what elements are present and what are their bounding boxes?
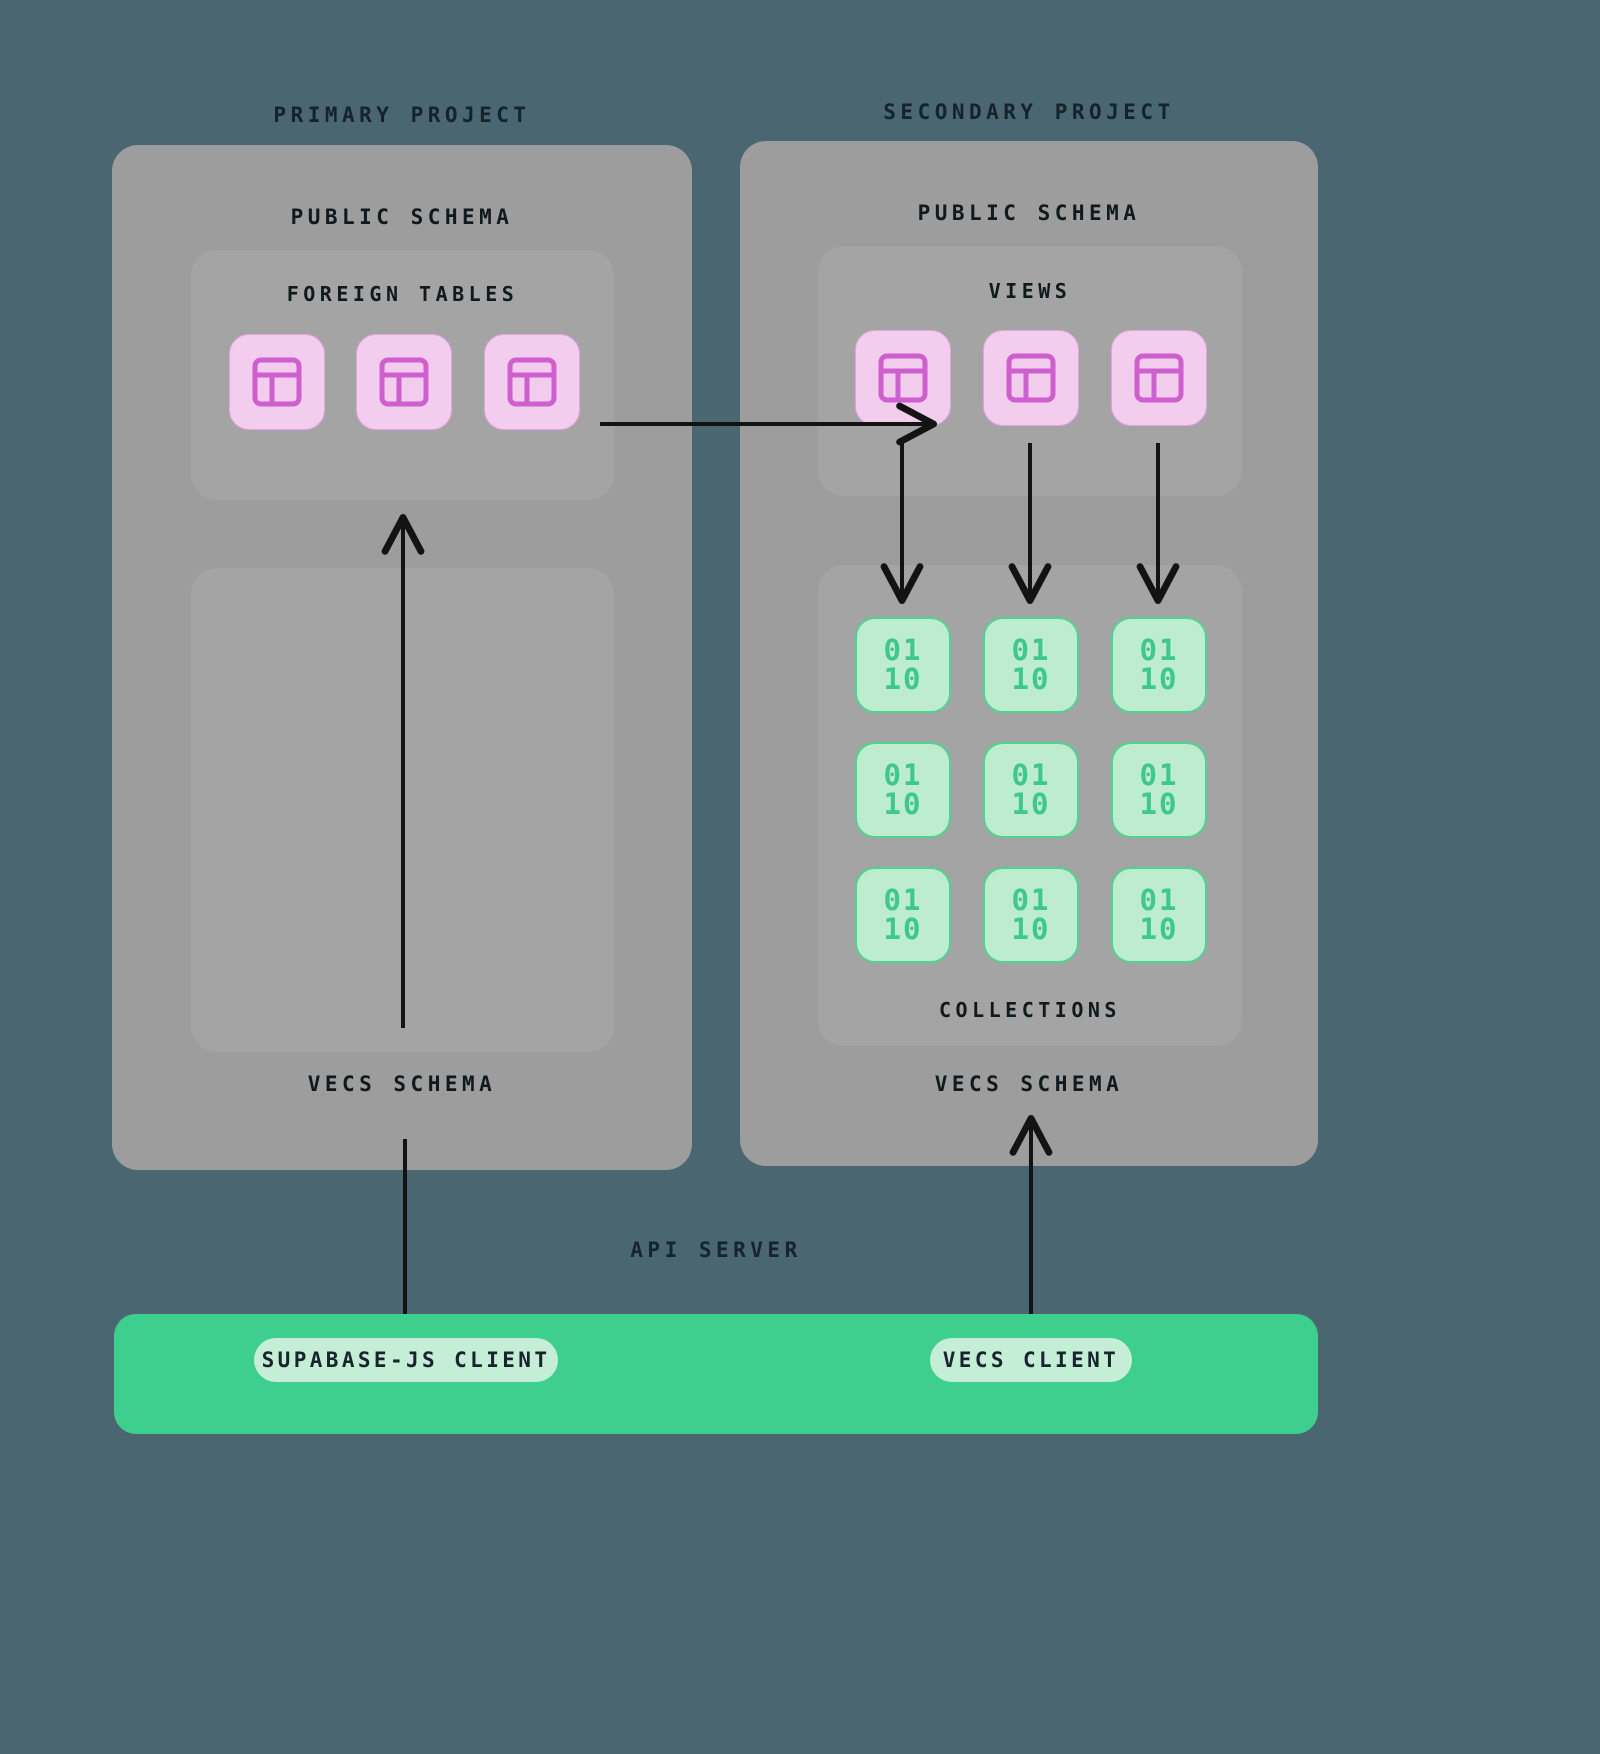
collection-bits-line-2: 10 [883,787,923,821]
collection-tile[interactable]: 01 10 [983,742,1079,838]
collection-bits-line-2: 10 [1139,662,1179,696]
supabase-js-client-pill[interactable]: SUPABASE-JS CLIENT [254,1338,558,1382]
foreign-table-tile[interactable] [229,334,325,430]
foreign-table-tile[interactable] [356,334,452,430]
table-icon [505,355,559,409]
collection-bits-line-1: 01 [883,633,923,667]
view-tile[interactable] [983,330,1079,426]
collections-title: COLLECTIONS [939,998,1121,1022]
api-server-caption: API SERVER [630,1238,802,1262]
collection-tile[interactable]: 01 10 [855,742,951,838]
collection-tile[interactable]: 01 10 [983,617,1079,713]
collection-bits-line-1: 01 [1139,883,1179,917]
table-icon [1132,351,1186,405]
table-icon [377,355,431,409]
secondary-vecs-schema-label: VECS SCHEMA [934,1072,1124,1096]
collection-bits-line-2: 10 [1139,787,1179,821]
collection-bits-line-1: 01 [1011,883,1051,917]
primary-public-schema-label: PUBLIC SCHEMA [290,205,514,229]
collection-bits-line-2: 10 [1139,912,1179,946]
primary-vecs-schema-label: VECS SCHEMA [307,1072,497,1096]
collection-tile[interactable]: 01 10 [1111,742,1207,838]
collection-bits-line-1: 01 [1139,633,1179,667]
view-tile[interactable] [855,330,951,426]
primary-vecs-empty-group [191,568,614,1052]
collection-bits-line-2: 10 [883,912,923,946]
view-tile[interactable] [1111,330,1207,426]
collection-tile[interactable]: 01 10 [855,617,951,713]
foreign-tables-title: FOREIGN TABLES [286,282,519,306]
table-icon [1004,351,1058,405]
collection-bits-line-2: 10 [1011,662,1051,696]
secondary-project-caption: SECONDARY PROJECT [883,100,1175,124]
collection-tile[interactable]: 01 10 [1111,617,1207,713]
primary-project-caption: PRIMARY PROJECT [273,103,531,127]
foreign-table-tile[interactable] [484,334,580,430]
collection-bits-line-1: 01 [883,758,923,792]
collection-bits-line-1: 01 [1139,758,1179,792]
collection-bits-line-2: 10 [1011,912,1051,946]
collection-bits-line-2: 10 [1011,787,1051,821]
collection-tile[interactable]: 01 10 [983,867,1079,963]
collection-tile[interactable]: 01 10 [855,867,951,963]
collection-bits-line-2: 10 [883,662,923,696]
collection-bits-line-1: 01 [883,883,923,917]
vecs-client-pill[interactable]: VECS CLIENT [930,1338,1132,1382]
table-icon [250,355,304,409]
views-title: VIEWS [988,279,1072,303]
collection-tile[interactable]: 01 10 [1111,867,1207,963]
collection-bits-line-1: 01 [1011,633,1051,667]
table-icon [876,351,930,405]
secondary-public-schema-label: PUBLIC SCHEMA [917,201,1141,225]
collection-bits-line-1: 01 [1011,758,1051,792]
